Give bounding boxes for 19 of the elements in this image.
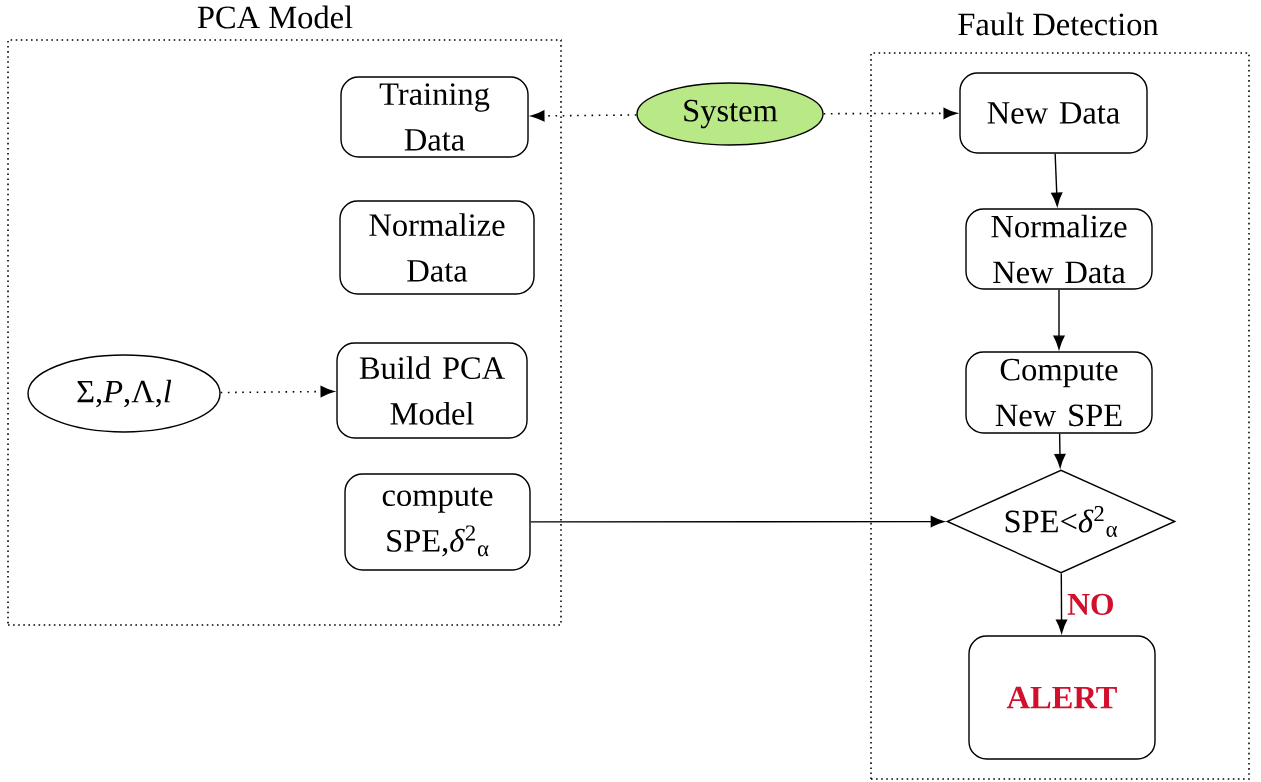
arrow — [822, 107, 957, 119]
process-box: Normalize New Data — [965, 208, 1153, 290]
process-box: Build PCA Model — [336, 342, 528, 439]
node-label: PCA Model — [197, 5, 353, 29]
node-label: Fault Detection — [958, 12, 1159, 36]
process-box: Normalize Data — [339, 200, 535, 295]
edge-label: NO — [1065, 592, 1117, 617]
arrow — [1053, 289, 1065, 350]
process-box: Compute New SPE — [965, 351, 1153, 434]
arrow — [530, 515, 945, 528]
process-box: compute SPE,δ$^{2}$α — [344, 473, 531, 571]
arrow — [219, 386, 334, 398]
alert-box: ALERT — [968, 635, 1156, 760]
process-box: New Data — [959, 72, 1148, 154]
arrow — [531, 110, 638, 122]
arrow — [1054, 433, 1066, 468]
arrow — [1051, 153, 1063, 207]
process-box: Training Data — [340, 76, 529, 158]
arrow — [1055, 572, 1068, 634]
